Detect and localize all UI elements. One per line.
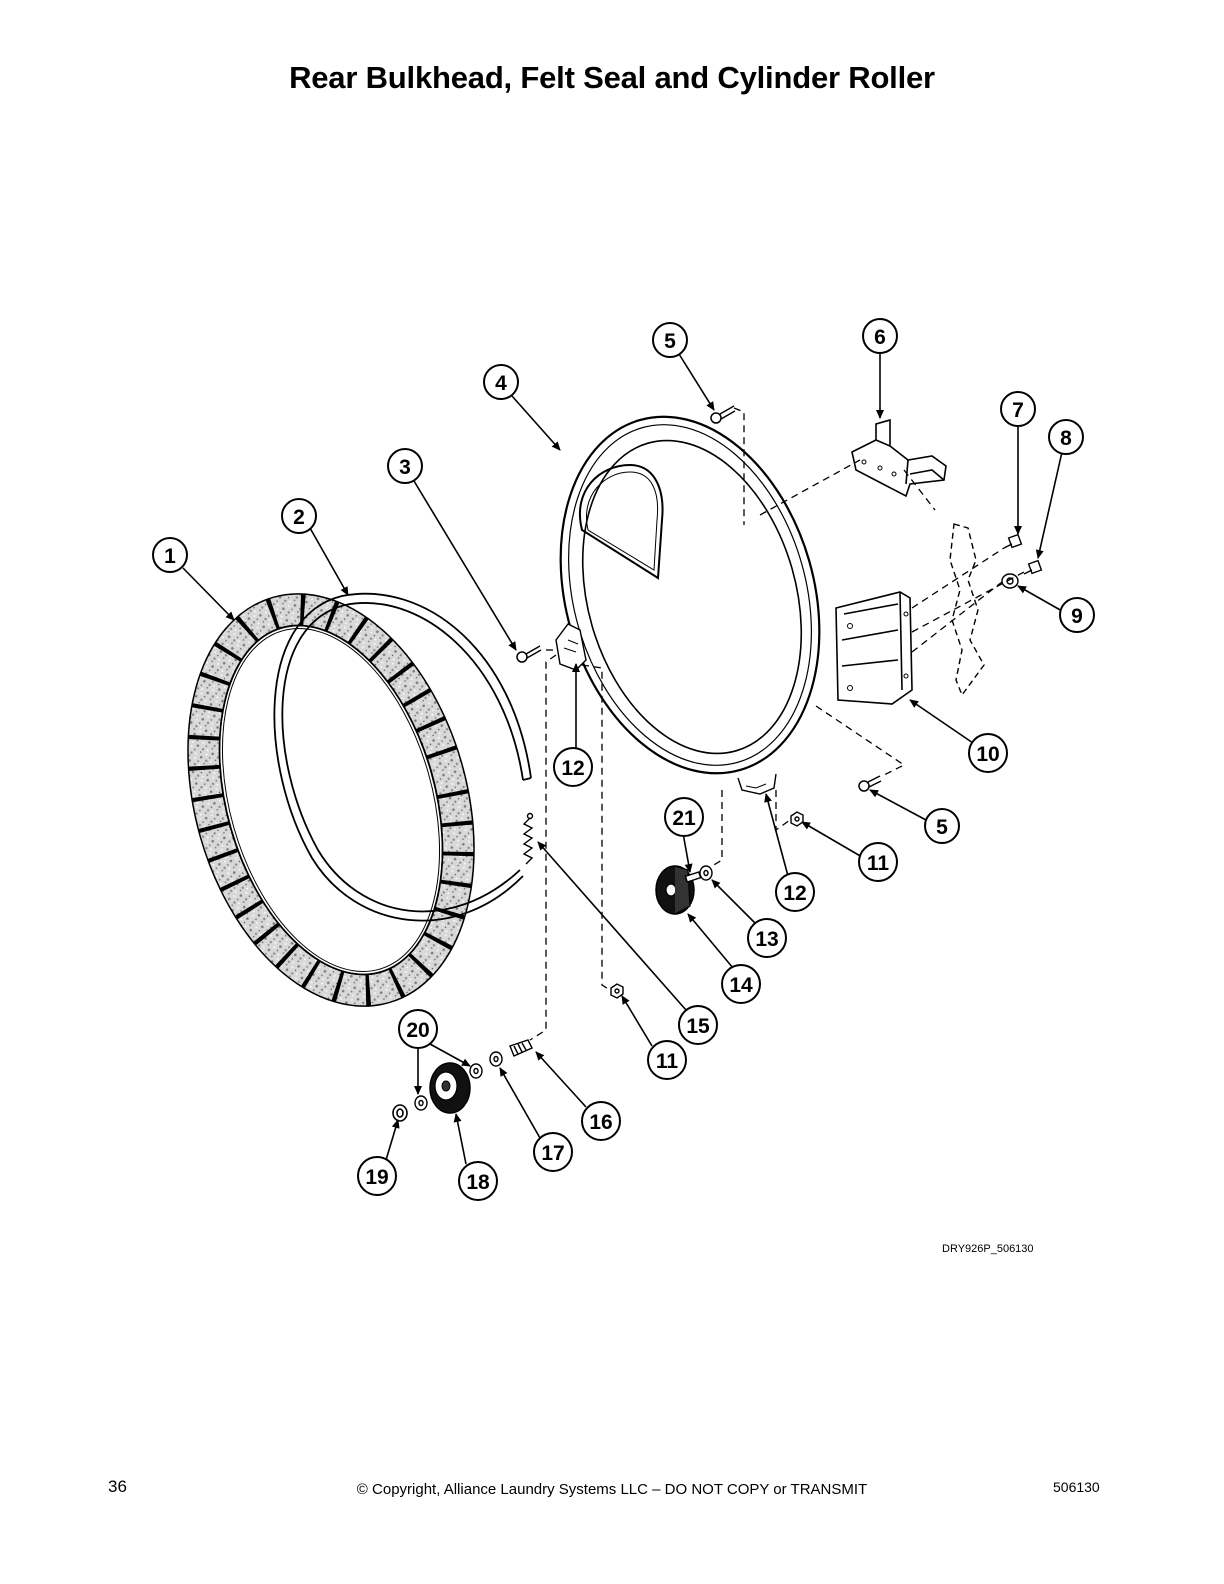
nut-part-11-left (610, 983, 624, 999)
bracket-part-10 (835, 591, 913, 705)
callout-3: 3 (387, 448, 423, 484)
bracket-part-6 (851, 418, 947, 498)
screw-part-7 (1003, 533, 1023, 549)
washer-part-20-lower (414, 1095, 428, 1111)
washer-part-17 (489, 1051, 503, 1067)
callout-label: 5 (664, 330, 676, 353)
callout-17: 17 (533, 1132, 573, 1172)
nut-part-9 (1001, 573, 1019, 589)
callout-label: 4 (495, 372, 507, 395)
callouts: 1 2 3 4 5 5 6 7 (152, 318, 1095, 1201)
shaft-part-16 (509, 1039, 533, 1057)
callout-label: 2 (293, 506, 305, 529)
washer-part-13 (699, 865, 713, 881)
spring-part-15 (522, 812, 534, 865)
screw-part-5-right (858, 775, 882, 792)
washer-part-20-upper (469, 1063, 483, 1079)
callout-20: 20 (398, 1009, 438, 1049)
roller-part-14 (655, 865, 695, 915)
callout-11-left: 11 (647, 1040, 687, 1080)
callout-label: 5 (936, 816, 948, 839)
callout-label: 15 (686, 1015, 710, 1038)
footer-copyright: © Copyright, Alliance Laundry Systems LL… (356, 1481, 868, 1498)
callout-label: 18 (466, 1171, 490, 1194)
clip-part-19 (392, 1104, 408, 1122)
page-title: Rear Bulkhead, Felt Seal and Cylinder Ro… (289, 60, 935, 95)
drawing-code: DRY926P_506130 (942, 1243, 1034, 1255)
callout-label: 21 (672, 807, 696, 830)
callout-10: 10 (968, 733, 1008, 773)
callout-label: 7 (1012, 399, 1024, 422)
callout-label: 9 (1071, 605, 1083, 628)
callout-5-right: 5 (924, 808, 960, 844)
callout-6: 6 (862, 318, 898, 354)
callout-8: 8 (1048, 419, 1084, 455)
callout-label: 11 (867, 852, 890, 875)
callout-16: 16 (581, 1101, 621, 1141)
callout-1: 1 (152, 537, 188, 573)
callout-11-right: 11 (858, 842, 898, 882)
callout-19: 19 (357, 1156, 397, 1196)
callout-label: 20 (406, 1019, 429, 1042)
callout-label: 11 (656, 1050, 679, 1073)
felt-seal-part (187, 593, 475, 1007)
callout-label: 17 (541, 1142, 564, 1165)
shaft-part-21 (684, 871, 702, 883)
callout-9: 9 (1059, 597, 1095, 633)
cabinet-edge-outline (949, 523, 985, 697)
callout-14: 14 (721, 964, 761, 1004)
rear-bulkhead-part (555, 415, 821, 795)
callout-7: 7 (1000, 391, 1036, 427)
footer-document-number: 506130 (1053, 1479, 1100, 1495)
seal-band-part (273, 592, 532, 922)
callout-5-top: 5 (652, 322, 688, 358)
callout-label: 3 (399, 456, 411, 479)
callout-label: 6 (874, 326, 886, 349)
callout-12-right: 12 (775, 872, 815, 912)
callout-4: 4 (483, 364, 519, 400)
screw-part-8 (1023, 559, 1043, 575)
callout-2: 2 (281, 498, 317, 534)
callout-label: 8 (1060, 427, 1072, 450)
callout-label: 16 (589, 1111, 612, 1134)
leader-lines (182, 351, 1063, 1165)
callout-13: 13 (747, 918, 787, 958)
nut-part-11-right (790, 811, 804, 827)
callout-label: 1 (164, 545, 176, 568)
callout-15: 15 (678, 1005, 718, 1045)
footer-page-number: 36 (108, 1477, 127, 1496)
callout-label: 13 (755, 928, 778, 951)
callout-label: 14 (729, 974, 753, 997)
screw-part-3 (516, 645, 542, 663)
callout-label: 12 (561, 757, 584, 780)
callout-label: 19 (365, 1166, 388, 1189)
screw-part-5-top (710, 405, 736, 424)
roller-part-18 (429, 1062, 471, 1114)
callout-18: 18 (458, 1161, 498, 1201)
callout-label: 12 (783, 882, 806, 905)
callout-21: 21 (664, 797, 704, 837)
callout-12-left: 12 (553, 747, 593, 787)
callout-label: 10 (976, 743, 999, 766)
